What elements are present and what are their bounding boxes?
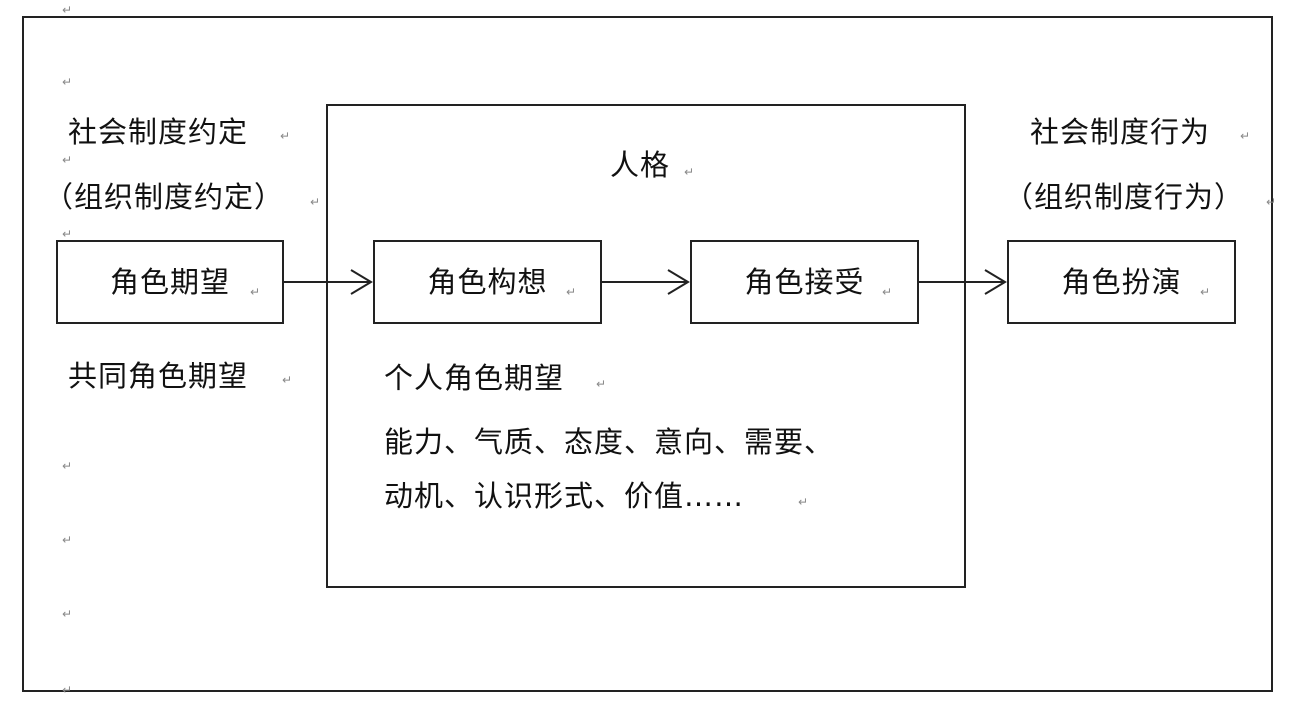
role-conception-label: 角色构想 xyxy=(427,264,548,299)
shared-role-expectation-label: 共同角色期望 xyxy=(68,359,249,393)
role-performance-box: 角色扮演 xyxy=(1007,240,1236,324)
role-expectation-box: 角色期望 xyxy=(56,240,284,324)
traits-line-1: 能力、气质、态度、意向、需要、 xyxy=(384,425,835,459)
role-conception-box: 角色构想 xyxy=(373,240,602,324)
paragraph-mark: ↵ xyxy=(280,129,291,143)
arrow-conception-to-acceptance xyxy=(602,269,690,295)
paragraph-mark: ↵ xyxy=(62,75,73,89)
paragraph-mark: ↵ xyxy=(62,607,73,621)
paragraph-mark: ↵ xyxy=(62,153,73,167)
paragraph-mark: ↵ xyxy=(684,165,695,179)
arrow-acceptance-to-performance xyxy=(919,269,1007,295)
right-norm-title: 社会制度行为 xyxy=(1030,115,1211,149)
arrow-expectation-to-conception xyxy=(284,269,373,295)
paragraph-mark: ↵ xyxy=(798,495,809,509)
paragraph-mark: ↵ xyxy=(596,377,607,391)
traits-line-2: 动机、认识形式、价值…… xyxy=(384,479,745,513)
personality-panel xyxy=(326,104,966,588)
outer-frame xyxy=(22,16,1273,692)
role-performance-label: 角色扮演 xyxy=(1061,264,1182,299)
paragraph-mark: ↵ xyxy=(62,227,73,241)
left-norm-title: 社会制度约定 xyxy=(68,115,249,149)
paragraph-mark: ↵ xyxy=(1266,195,1277,209)
paragraph-mark: ↵ xyxy=(62,533,73,547)
paragraph-mark: ↵ xyxy=(282,373,293,387)
personality-title: 人格 xyxy=(610,148,671,182)
role-acceptance-box: 角色接受 xyxy=(690,240,919,324)
paragraph-mark: ↵ xyxy=(310,195,321,209)
paragraph-mark: ↵ xyxy=(62,683,73,697)
left-norm-subtitle: （组织制度约定） xyxy=(44,180,285,214)
paragraph-mark: ↵ xyxy=(566,285,577,299)
role-expectation-label: 角色期望 xyxy=(109,264,230,299)
paragraph-mark: ↵ xyxy=(250,285,261,299)
paragraph-mark: ↵ xyxy=(62,3,73,17)
paragraph-mark: ↵ xyxy=(882,285,893,299)
paragraph-mark: ↵ xyxy=(1200,285,1211,299)
role-acceptance-label: 角色接受 xyxy=(744,264,865,299)
paragraph-mark: ↵ xyxy=(62,459,73,473)
paragraph-mark: ↵ xyxy=(1240,129,1251,143)
personal-role-expectation-label: 个人角色期望 xyxy=(384,361,565,395)
right-norm-subtitle: （组织制度行为） xyxy=(1004,180,1245,214)
